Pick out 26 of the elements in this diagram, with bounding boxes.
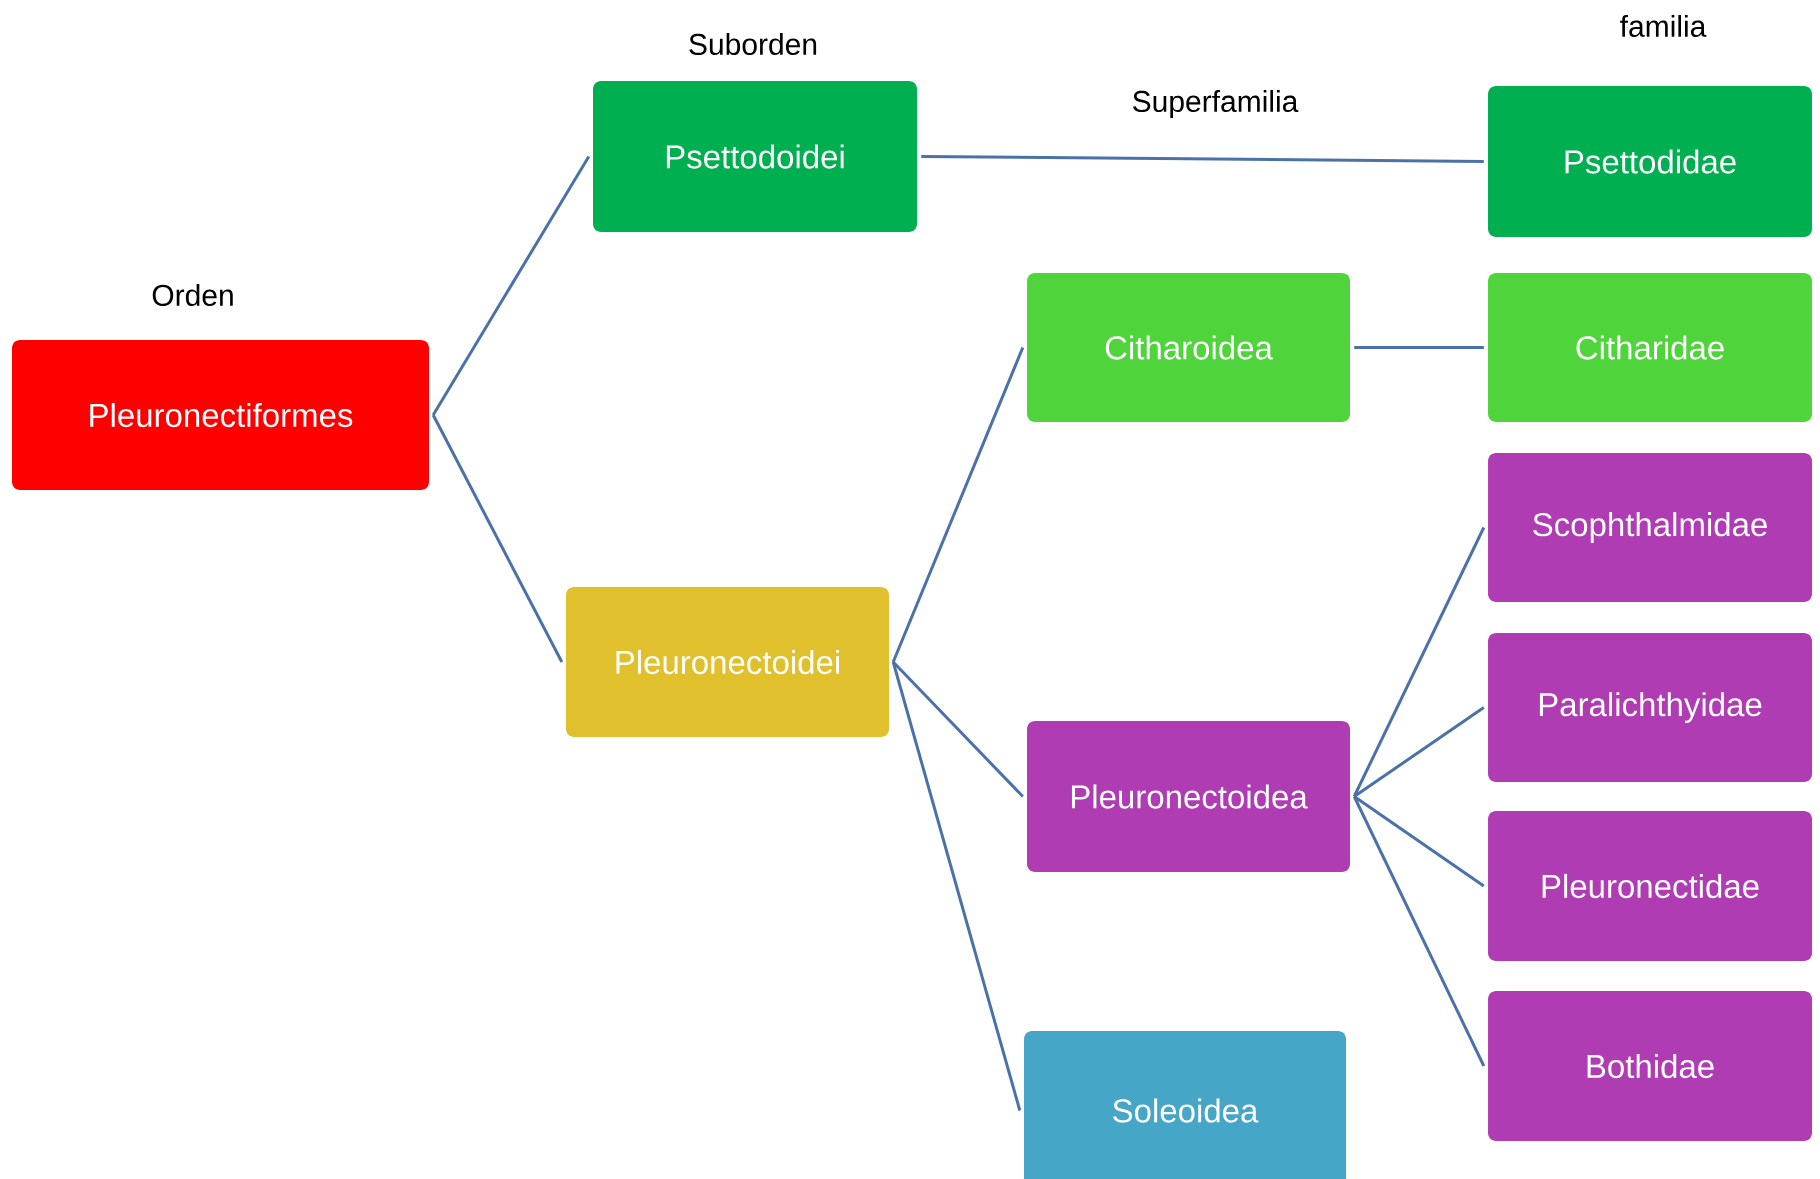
- level-label: Superfamilia: [1133, 90, 1299, 118]
- connector-line: [891, 661, 1022, 1111]
- connector-line: [1354, 346, 1484, 349]
- connector-line: [892, 660, 1024, 798]
- taxon-box: Soleoidea: [1024, 1031, 1346, 1179]
- taxon-box: Paralichthyidae: [1488, 633, 1812, 782]
- taxon-box: Psettodidae: [1488, 86, 1812, 237]
- connector-line: [921, 155, 1484, 163]
- connector-line: [1353, 795, 1485, 888]
- taxon-box: Citharidae: [1488, 273, 1812, 422]
- taxon-box: Scophthalmidae: [1488, 453, 1812, 602]
- taxon-box: Pleuronectoidea: [1027, 721, 1350, 872]
- connector-line: [891, 346, 1025, 663]
- connector-line: [1353, 706, 1485, 798]
- connector-line: [431, 155, 591, 416]
- level-label: familia: [1620, 15, 1707, 38]
- taxon-box: Pleuronectoidei: [566, 587, 889, 737]
- level-label: Orden: [152, 284, 233, 307]
- taxon-box: Bothidae: [1488, 991, 1812, 1141]
- connector-line: [1352, 526, 1486, 798]
- taxon-box: Psettodoidei: [593, 81, 917, 232]
- taxon-box: Pleuronectiformes: [12, 340, 429, 490]
- taxon-box: Citharoidea: [1027, 273, 1350, 422]
- taxon-box: Pleuronectidae: [1488, 811, 1812, 961]
- connector-line: [431, 414, 564, 663]
- connector-line: [1352, 795, 1486, 1067]
